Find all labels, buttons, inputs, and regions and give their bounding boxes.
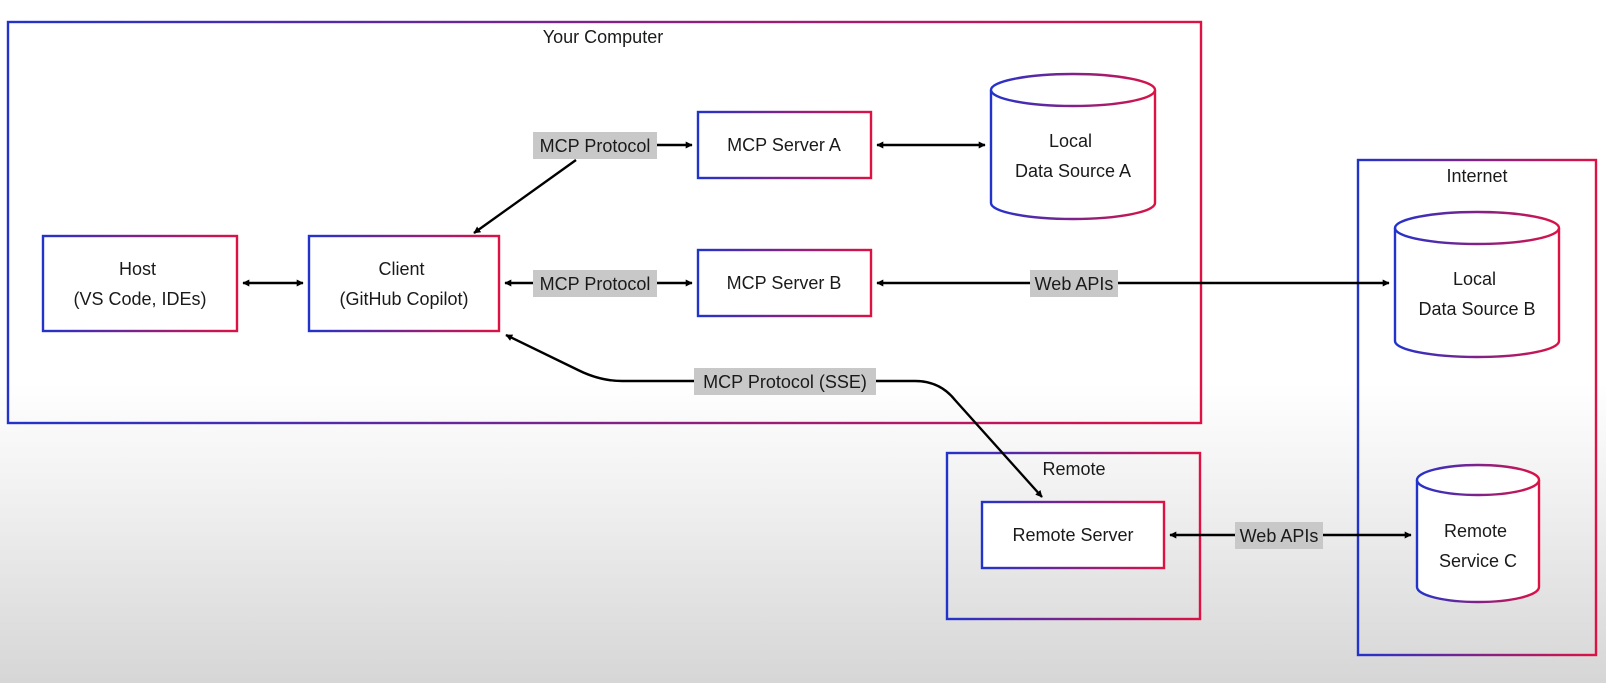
node-host-line-1: Host [119, 259, 156, 279]
node-host[interactable]: Host (VS Code, IDEs) [41, 234, 239, 333]
node-mcp-server-b[interactable]: MCP Server B [696, 248, 873, 318]
node-local-data-source-a-line-1: Local [1049, 131, 1092, 151]
node-remote-service-c-line-1: Remote [1444, 521, 1507, 541]
edge-client-remote-server: MCP Protocol (SSE) [505, 333, 1043, 498]
node-client-line-2: (GitHub Copilot) [339, 289, 468, 309]
edge-client-server-b-label-bg [533, 270, 657, 297]
edge-server-b-local-b-label-bg [1030, 270, 1118, 297]
node-local-data-source-a[interactable]: Local Data Source A [989, 72, 1157, 221]
node-host-label: Host (VS Code, IDEs) [73, 259, 206, 309]
node-local-data-source-a-label: Local Data Source A [1015, 131, 1131, 181]
edge-remote-server-service-c-label-bg [1235, 522, 1323, 549]
node-remote-service-c-line-2: Service C [1439, 551, 1517, 571]
node-mcp-server-a-label: MCP Server A [727, 135, 841, 155]
edge-client-server-b: MCP Protocol [504, 270, 693, 297]
node-remote-server-label: Remote Server [1012, 525, 1133, 545]
edge-server-b-local-b: Web APIs [876, 270, 1390, 297]
node-remote-service-c[interactable]: Remote Service C [1415, 463, 1541, 604]
node-remote-service-c-label: Remote Service C [1439, 521, 1517, 571]
edge-remote-server-service-c-label: Web APIs [1240, 526, 1319, 546]
group-internet: Internet [1356, 158, 1598, 657]
group-your-computer-label: Your Computer [543, 27, 663, 47]
edge-remote-server-service-c: Web APIs [1169, 522, 1412, 549]
node-mcp-server-b-label: MCP Server B [727, 273, 842, 293]
edge-client-remote-server-label: MCP Protocol (SSE) [703, 372, 867, 392]
edge-client-remote-server-label-bg [694, 368, 876, 395]
node-local-data-source-b-label: Local Data Source B [1418, 269, 1535, 319]
node-remote-server[interactable]: Remote Server [980, 500, 1166, 570]
edge-client-server-a: MCP Protocol [473, 132, 693, 234]
edge-client-server-b-label: MCP Protocol [540, 274, 651, 294]
group-internet-label: Internet [1446, 166, 1507, 186]
node-client-label: Client (GitHub Copilot) [339, 259, 468, 309]
node-local-data-source-b-line-1: Local [1453, 269, 1496, 289]
edge-server-b-local-b-label: Web APIs [1035, 274, 1114, 294]
node-host-line-2: (VS Code, IDEs) [73, 289, 206, 309]
node-local-data-source-b[interactable]: Local Data Source B [1393, 210, 1561, 359]
edge-client-server-a-label-bg [533, 132, 657, 159]
group-remote-label: Remote [1042, 459, 1105, 479]
node-local-data-source-a-line-2: Data Source A [1015, 161, 1131, 181]
edge-client-server-a-label: MCP Protocol [540, 136, 651, 156]
node-local-data-source-b-line-2: Data Source B [1418, 299, 1535, 319]
node-mcp-server-a[interactable]: MCP Server A [696, 110, 873, 180]
node-client-line-1: Client [378, 259, 424, 279]
node-client[interactable]: Client (GitHub Copilot) [307, 234, 501, 333]
